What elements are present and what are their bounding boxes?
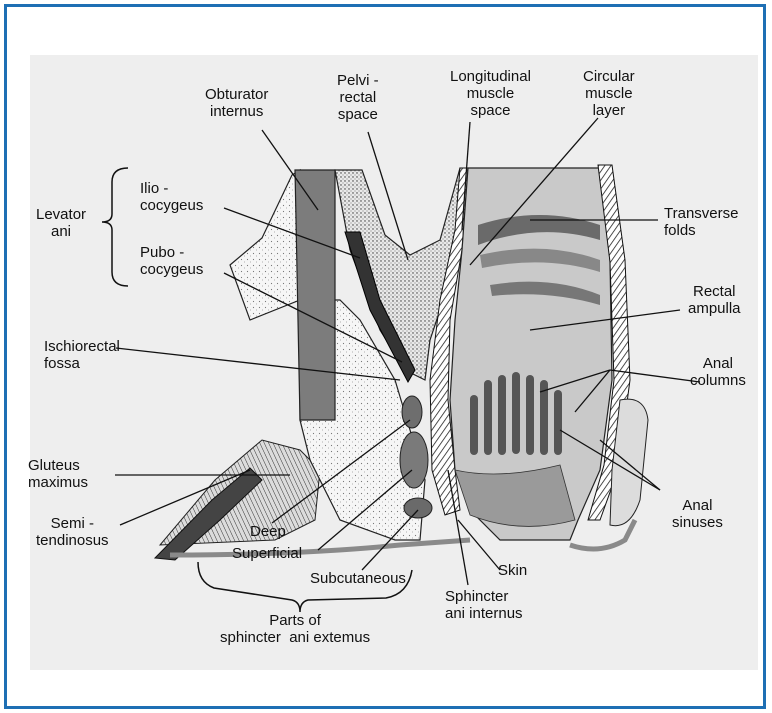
superficial-sphincter-part bbox=[400, 432, 428, 488]
label-skin: Skin bbox=[498, 562, 527, 579]
label-superficial: Superficial bbox=[232, 545, 302, 562]
label-longitudinal-muscle-space: Longitudinal muscle space bbox=[450, 68, 531, 119]
label-circular-muscle-layer: Circular muscle layer bbox=[583, 68, 635, 119]
label-transverse-folds: Transverse folds bbox=[664, 205, 738, 239]
label-subcutaneous: Subcutaneous bbox=[310, 570, 406, 587]
label-anal-sinuses: Anal sinuses bbox=[672, 497, 723, 531]
obturator-internus-muscle bbox=[295, 170, 335, 420]
label-sphincter-ani-internus: Sphincter ani internus bbox=[445, 588, 523, 622]
label-semitendinosus: Semi - tendinosus bbox=[36, 515, 109, 549]
label-gluteus-maximus: Gluteus maximus bbox=[28, 457, 88, 491]
label-ischiorectal-fossa: Ischiorectal fossa bbox=[44, 338, 120, 372]
label-anal-columns: Anal columns bbox=[690, 355, 746, 389]
anal-canal-lining bbox=[455, 465, 575, 526]
label-obturator-internus: Obturator internus bbox=[205, 86, 268, 120]
label-deep: Deep bbox=[250, 523, 286, 540]
subcutaneous-sphincter-part bbox=[404, 498, 432, 518]
label-levator-ani: Levator ani bbox=[36, 206, 86, 240]
label-pelvirectal-space: Pelvi - rectal space bbox=[337, 72, 379, 123]
label-rectal-ampulla: Rectal ampulla bbox=[688, 283, 741, 317]
label-pubo-cocygeus: Pubo - cocygeus bbox=[140, 244, 203, 278]
label-ilio-cocygeus: Ilio - cocygeus bbox=[140, 180, 203, 214]
label-parts-of-sphincter-ani-externus: Parts of sphincter ani extemus bbox=[220, 612, 370, 646]
levator-ani-brace bbox=[102, 168, 128, 286]
